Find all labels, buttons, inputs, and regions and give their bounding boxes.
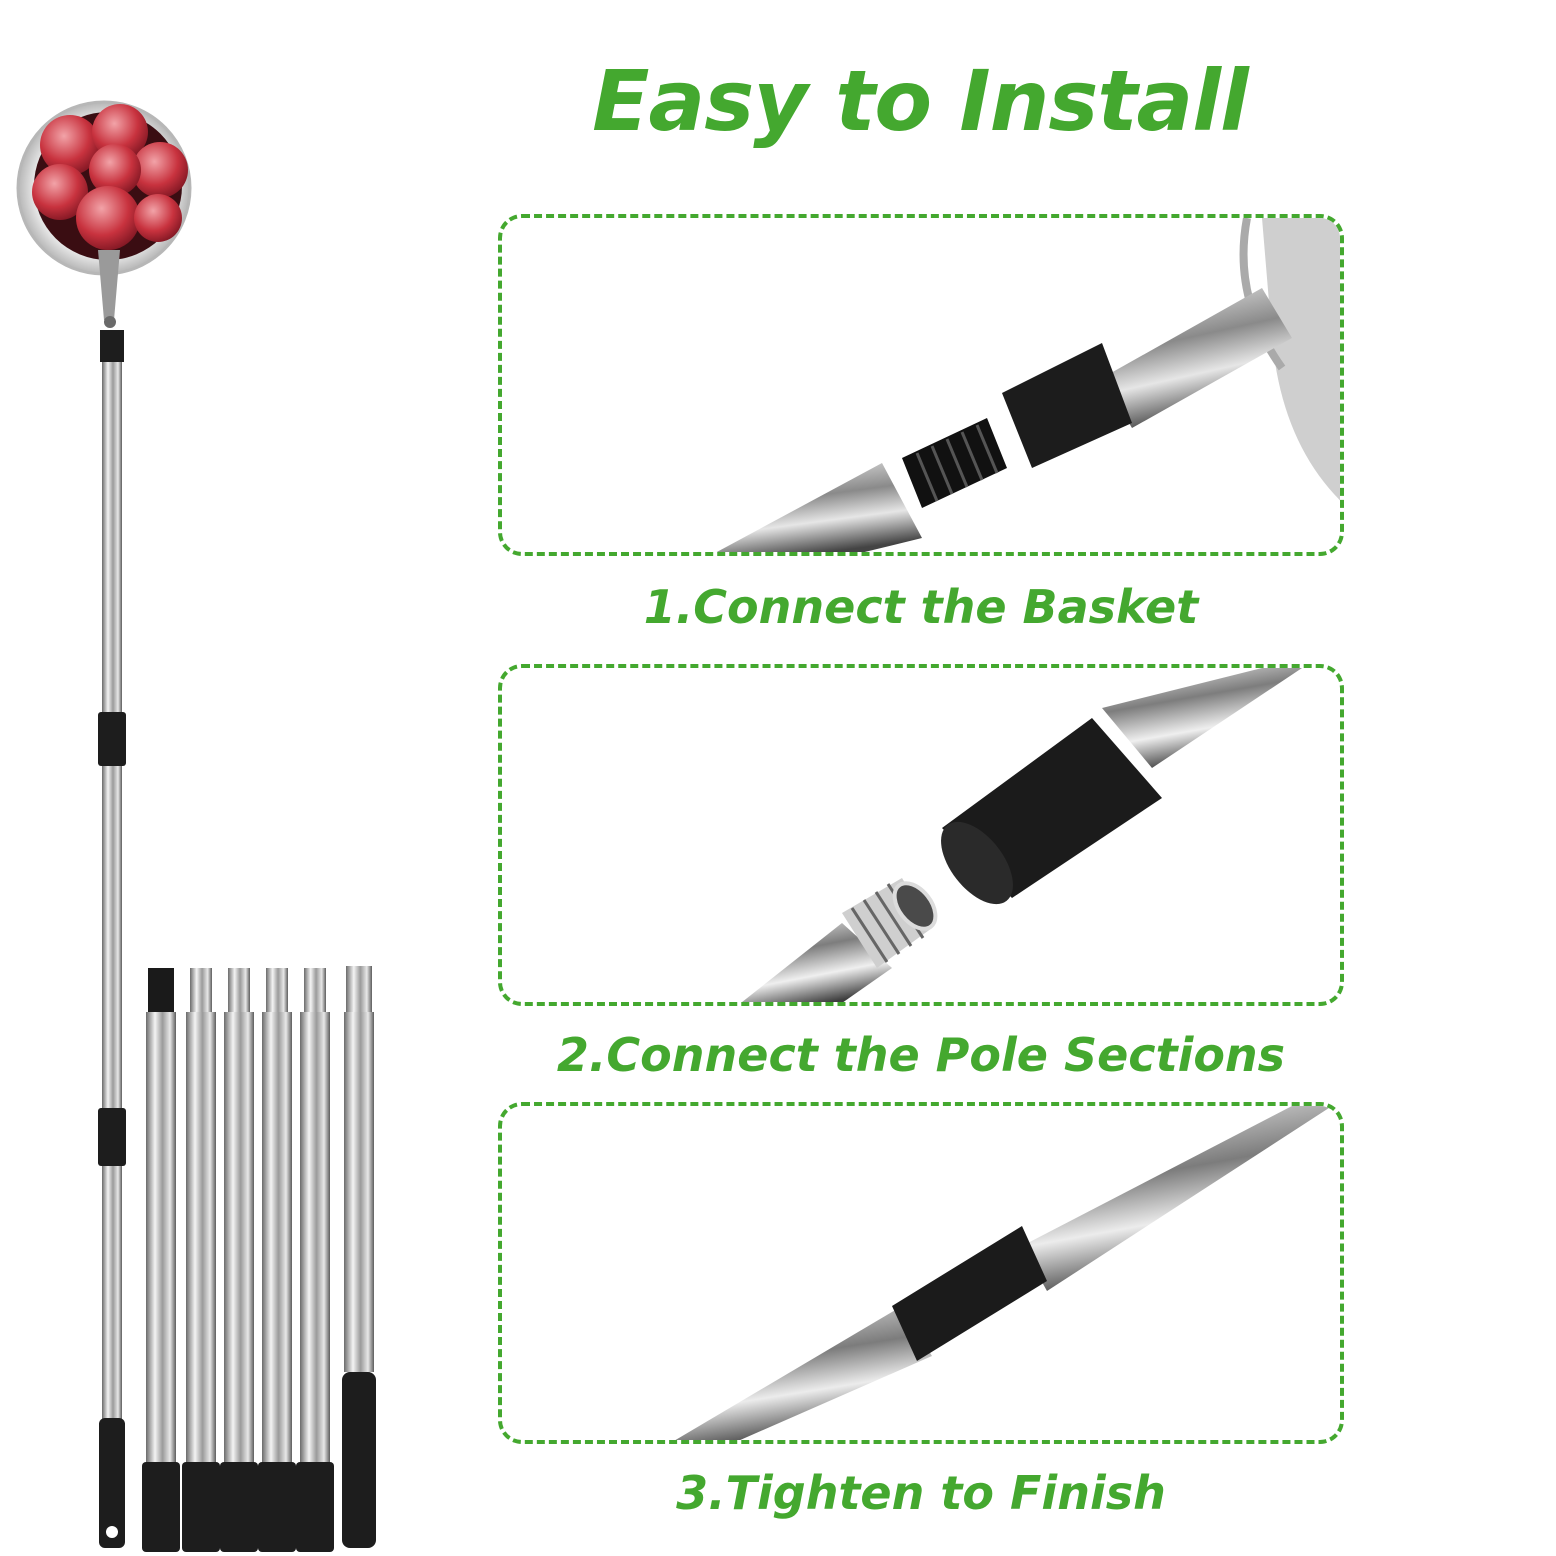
apples <box>32 104 188 250</box>
pole-section <box>220 968 258 1552</box>
step-2-caption: 2.Connect the Pole Sections <box>556 1028 1286 1082</box>
fruit-picker-illustration <box>16 100 376 1552</box>
pole-section <box>142 968 180 1552</box>
pole-joint-illustration <box>675 1106 1332 1440</box>
pole-section <box>182 968 220 1552</box>
step-1-panel <box>498 214 1344 556</box>
basket <box>16 100 192 328</box>
pole-section <box>342 966 376 1548</box>
assembled-pole <box>98 330 126 1548</box>
step-2-panel <box>498 664 1344 1006</box>
step-1-caption: 1.Connect the Basket <box>643 580 1199 634</box>
pole-sections <box>142 966 376 1552</box>
pole-section <box>258 968 296 1552</box>
step-3-panel <box>498 1102 1344 1444</box>
pole-connector-illustration <box>742 668 1302 1002</box>
step-3-caption: 3.Tighten to Finish <box>676 1466 1166 1520</box>
page-title: Easy to Install <box>592 52 1249 150</box>
basket-connector-illustration <box>716 218 1340 552</box>
pole-section <box>296 968 334 1552</box>
